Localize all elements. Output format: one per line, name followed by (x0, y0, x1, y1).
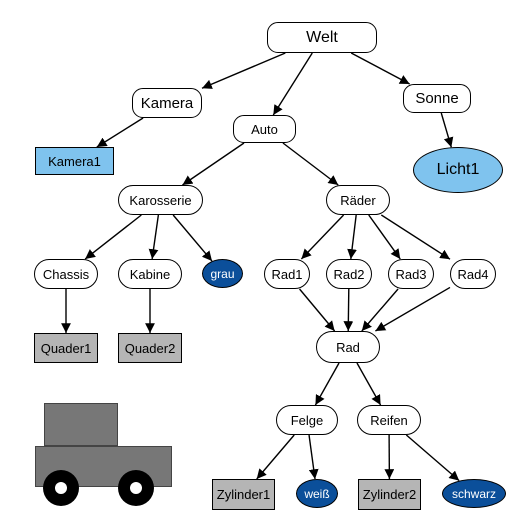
node-rad: Rad (316, 331, 380, 363)
node-felge: Felge (276, 405, 338, 435)
edge-kamera-to-kamera1 (96, 117, 144, 148)
node-licht1: Licht1 (413, 147, 503, 193)
node-raeder: Räder (326, 185, 390, 215)
edge-rad4-to-rad (375, 286, 451, 332)
node-chassis: Chassis (34, 259, 98, 289)
node-welt: Welt (267, 22, 377, 53)
node-quader1: Quader1 (34, 333, 98, 363)
car-cabin (44, 403, 118, 446)
node-reifen: Reifen (357, 405, 421, 435)
edge-welt-to-auto (272, 52, 313, 116)
edge-raeder-to-rad1 (300, 214, 345, 260)
node-kamera1: Kamera1 (35, 147, 114, 175)
edge-karosserie-to-kabine (148, 214, 160, 260)
edge-raeder-to-rad3 (368, 214, 401, 260)
edge-felge-to-zylinder1 (256, 434, 295, 480)
edge-auto-to-karosserie (182, 142, 245, 186)
node-kamera: Kamera (132, 88, 202, 118)
node-grau: grau (202, 259, 243, 288)
edge-karosserie-to-grau (172, 214, 213, 262)
edge-raeder-to-rad4 (380, 214, 451, 260)
car-hub-front (55, 482, 67, 494)
node-schwarz: schwarz (442, 479, 506, 508)
edge-raeder-to-rad2 (347, 214, 357, 260)
edge-welt-to-sonne (350, 52, 410, 85)
node-sonne: Sonne (403, 84, 471, 113)
edge-rad3-to-rad (361, 288, 399, 332)
node-auto: Auto (233, 115, 296, 143)
node-weiss: weiß (296, 479, 338, 508)
edge-rad1-to-rad (298, 288, 336, 332)
edge-welt-to-kamera (201, 52, 286, 89)
edge-rad-to-felge (314, 362, 340, 406)
edge-auto-to-raeder (282, 142, 339, 186)
edge-felge-to-weiss (308, 434, 319, 480)
edge-rad2-to-rad (343, 288, 354, 332)
edge-rad-to-reifen (356, 362, 382, 406)
node-rad4: Rad4 (450, 259, 496, 289)
node-karosserie: Karosserie (118, 185, 203, 215)
node-zylinder2: Zylinder2 (358, 479, 421, 510)
node-rad1: Rad1 (264, 259, 310, 289)
edge-reifen-to-schwarz (405, 434, 460, 482)
edge-sonne-to-licht1 (440, 112, 454, 148)
car-hub-rear (130, 482, 142, 494)
node-kabine: Kabine (118, 259, 182, 289)
node-rad3: Rad3 (388, 259, 434, 289)
node-zylinder1: Zylinder1 (212, 479, 275, 510)
node-rad2: Rad2 (326, 259, 372, 289)
node-quader2: Quader2 (118, 333, 182, 363)
edge-karosserie-to-chassis (84, 214, 142, 260)
